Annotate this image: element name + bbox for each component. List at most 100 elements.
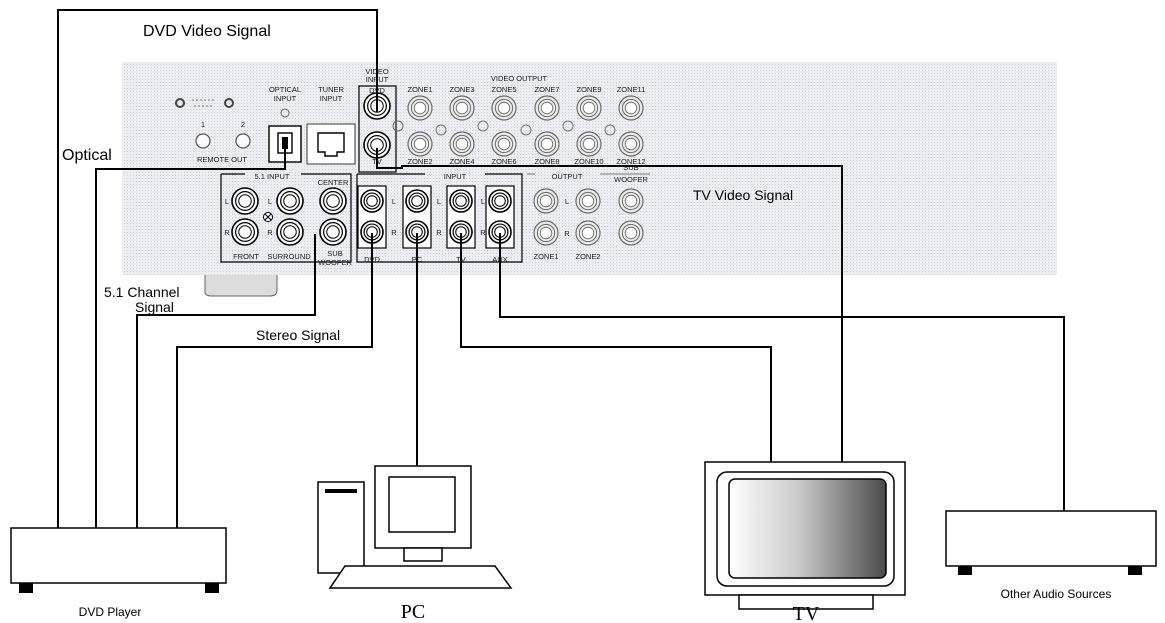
- tv-screen: [728, 478, 887, 579]
- wire-tv-video: [376, 148, 843, 462]
- wire-stereo: [176, 233, 373, 528]
- panel-foot: [204, 275, 278, 297]
- video-input-tv-jack: [363, 131, 391, 159]
- dvd-player-foot-left: [19, 583, 33, 593]
- dvd-player-body: [10, 527, 227, 584]
- stereo-signal-label: Stereo Signal: [256, 327, 340, 343]
- wire-tv-audio: [460, 233, 772, 462]
- output-zone1-label: ZONE1: [533, 252, 558, 261]
- video-output-label: VIDEO OUTPUT: [491, 74, 548, 83]
- input-51-surround-jack: [276, 218, 304, 246]
- remote-out-2-label: 2: [241, 120, 245, 129]
- pc: [317, 465, 513, 589]
- sub-woofer-out-label-2: WOOFER: [614, 175, 648, 184]
- video-output-zone-label: ZONE7: [534, 85, 559, 94]
- wire-dvd-video: [57, 9, 378, 528]
- channel-right-label: R: [267, 228, 273, 237]
- sub-woofer-out-jack-2: [618, 220, 644, 246]
- video-output-zone-label: ZONE9: [576, 85, 601, 94]
- input-51-center-jack: [319, 218, 347, 246]
- other-audio-sources-label: Other Audio Sources: [1001, 587, 1112, 601]
- video-output-zone-jack: [534, 131, 560, 157]
- remote-out-1-label: 1: [201, 120, 205, 129]
- dvd-video-signal-label: DVD Video Signal: [143, 23, 271, 40]
- input-51-center-jack: [319, 187, 347, 215]
- channel-left-label: L: [392, 197, 396, 206]
- channel-left-label: L: [437, 197, 441, 206]
- spacer-ring-icon: [604, 124, 616, 136]
- spacer-ring-icon: [562, 120, 574, 132]
- video-output-zone-jack: [576, 131, 602, 157]
- video-output-zone-label: ZONE10: [574, 157, 603, 166]
- front-label: FRONT: [233, 252, 259, 261]
- channel-left-label: L: [481, 197, 485, 206]
- pc-monitor-stand: [403, 547, 443, 562]
- pc-tower: [317, 481, 365, 574]
- surround-label: SURROUND: [267, 252, 311, 261]
- screw-icon: [224, 98, 234, 108]
- sub-woofer-label: SUB: [327, 249, 342, 258]
- input-aux-left-jack: [488, 189, 512, 213]
- sub-woofer-out-label: SUB: [623, 163, 638, 172]
- output-zone2-label: ZONE2: [575, 252, 600, 261]
- channel-left-label: L: [225, 197, 229, 206]
- optical-input-label-2: INPUT: [274, 94, 297, 103]
- tv-label: TV: [793, 603, 820, 623]
- video-output-zone-jack: [491, 131, 517, 157]
- tuner-input-label: TUNER: [318, 85, 344, 94]
- spacer-ring-icon: [520, 124, 532, 136]
- video-output-zone-label: ZONE6: [491, 157, 516, 166]
- sub-woofer-label-2: WOOFER: [318, 258, 352, 267]
- dvd-player-foot-right: [205, 583, 219, 593]
- video-output-zone-jack: [449, 131, 475, 157]
- video-output-zone-jack: [449, 95, 475, 121]
- tuner-input-port: [306, 123, 356, 165]
- input-51-frame: [220, 173, 352, 263]
- output-zone1-left-jack: [533, 188, 559, 214]
- pc-keyboard: [328, 565, 513, 589]
- input-dvd-right-jack: [360, 220, 384, 244]
- wire-aux-audio: [499, 233, 1065, 511]
- channel-signal-label-2: Signal: [135, 299, 174, 315]
- video-output-zone-jack: [618, 131, 644, 157]
- ground-screw-icon: [263, 212, 273, 222]
- video-output-zone-label: ZONE12: [616, 157, 645, 166]
- optical-label: Optical: [62, 147, 112, 164]
- optical-indicator-icon: [280, 108, 290, 118]
- video-output-zone-jack: [407, 95, 433, 121]
- tv-video-signal-label: TV Video Signal: [693, 187, 793, 203]
- remote-out-2-jack: [235, 133, 251, 149]
- sub-woofer-out-jack: [618, 188, 644, 214]
- output-zone1-right-jack: [533, 220, 559, 246]
- input-51-front-jack: [231, 218, 259, 246]
- pc-drive-slot: [325, 489, 357, 493]
- input-51-surround-jack: [276, 187, 304, 215]
- channel-right-label: R: [564, 229, 570, 238]
- video-output-zone-jack: [491, 95, 517, 121]
- dvd-player-label: DVD Player: [79, 605, 142, 619]
- input-frame: [356, 173, 523, 263]
- optical-port-core: [282, 137, 288, 149]
- input-pc-right-jack: [405, 220, 429, 244]
- tv: [704, 461, 906, 610]
- vent-dots-icon: [192, 99, 214, 107]
- receiver-rear-panel: 1 2 REMOTE OUT OPTICAL INPUT TUNER INPUT…: [122, 62, 1057, 297]
- remote-out-label: REMOTE OUT: [197, 155, 247, 164]
- spacer-ring-icon: [477, 120, 489, 132]
- tv-stand: [738, 594, 874, 610]
- pc-label: PC: [401, 601, 425, 623]
- channel-signal-label: 5.1 Channel: [104, 284, 180, 300]
- wire-optical: [95, 144, 286, 528]
- output-zone2-left-jack: [575, 188, 601, 214]
- input-tv-left-jack: [449, 189, 473, 213]
- input-label: INPUT: [444, 172, 467, 181]
- optical-input-label: OPTICAL: [269, 85, 301, 94]
- audio-source-body: [945, 510, 1157, 567]
- screw-icon: [175, 98, 185, 108]
- input-51-label: 5.1 INPUT: [254, 172, 289, 181]
- channel-right-label: R: [480, 228, 486, 237]
- input-tv-pair: [446, 185, 476, 249]
- video-output-zone-label: ZONE3: [449, 85, 474, 94]
- video-output-zone-label: ZONE2: [407, 157, 432, 166]
- input-51-front-jack: [231, 187, 259, 215]
